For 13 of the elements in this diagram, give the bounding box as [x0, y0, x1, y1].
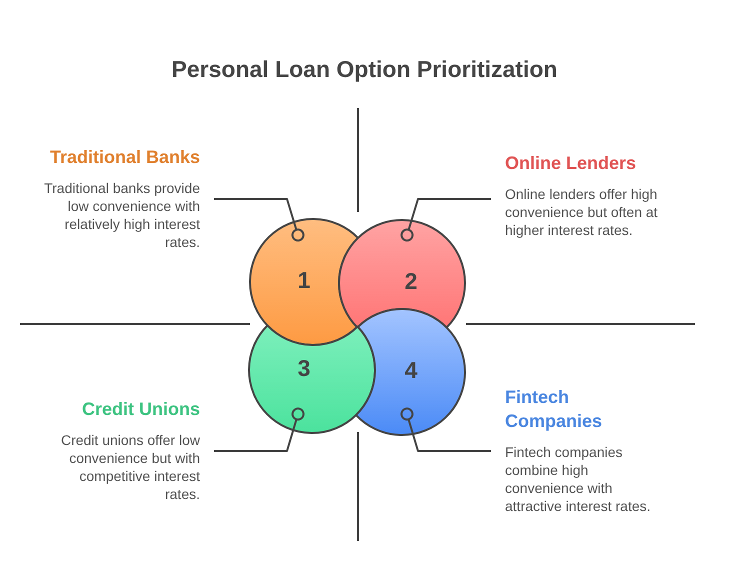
description: Online lenders offer high convenience but often at higher interest rates.: [505, 185, 659, 239]
description: Credit unions offer low convenience but with competitive interest rates.: [60, 431, 200, 503]
description: Traditional banks provide low convenience with relatively high interest rates.: [43, 179, 200, 251]
heading: Online Lenders: [505, 152, 638, 175]
leader-line: [400, 198, 491, 242]
heading: Traditional Banks: [48, 146, 200, 169]
leader-line: [214, 408, 304, 452]
title: Personal Loan Option Prioritization: [172, 55, 558, 83]
heading: Credit Unions: [80, 398, 200, 421]
description: Fintech companies combine high convenience with attractive interest rates.: [505, 443, 652, 515]
leader-line: [214, 198, 304, 242]
heading: Fintech Companies: [505, 386, 604, 433]
leader-line: [400, 408, 491, 452]
